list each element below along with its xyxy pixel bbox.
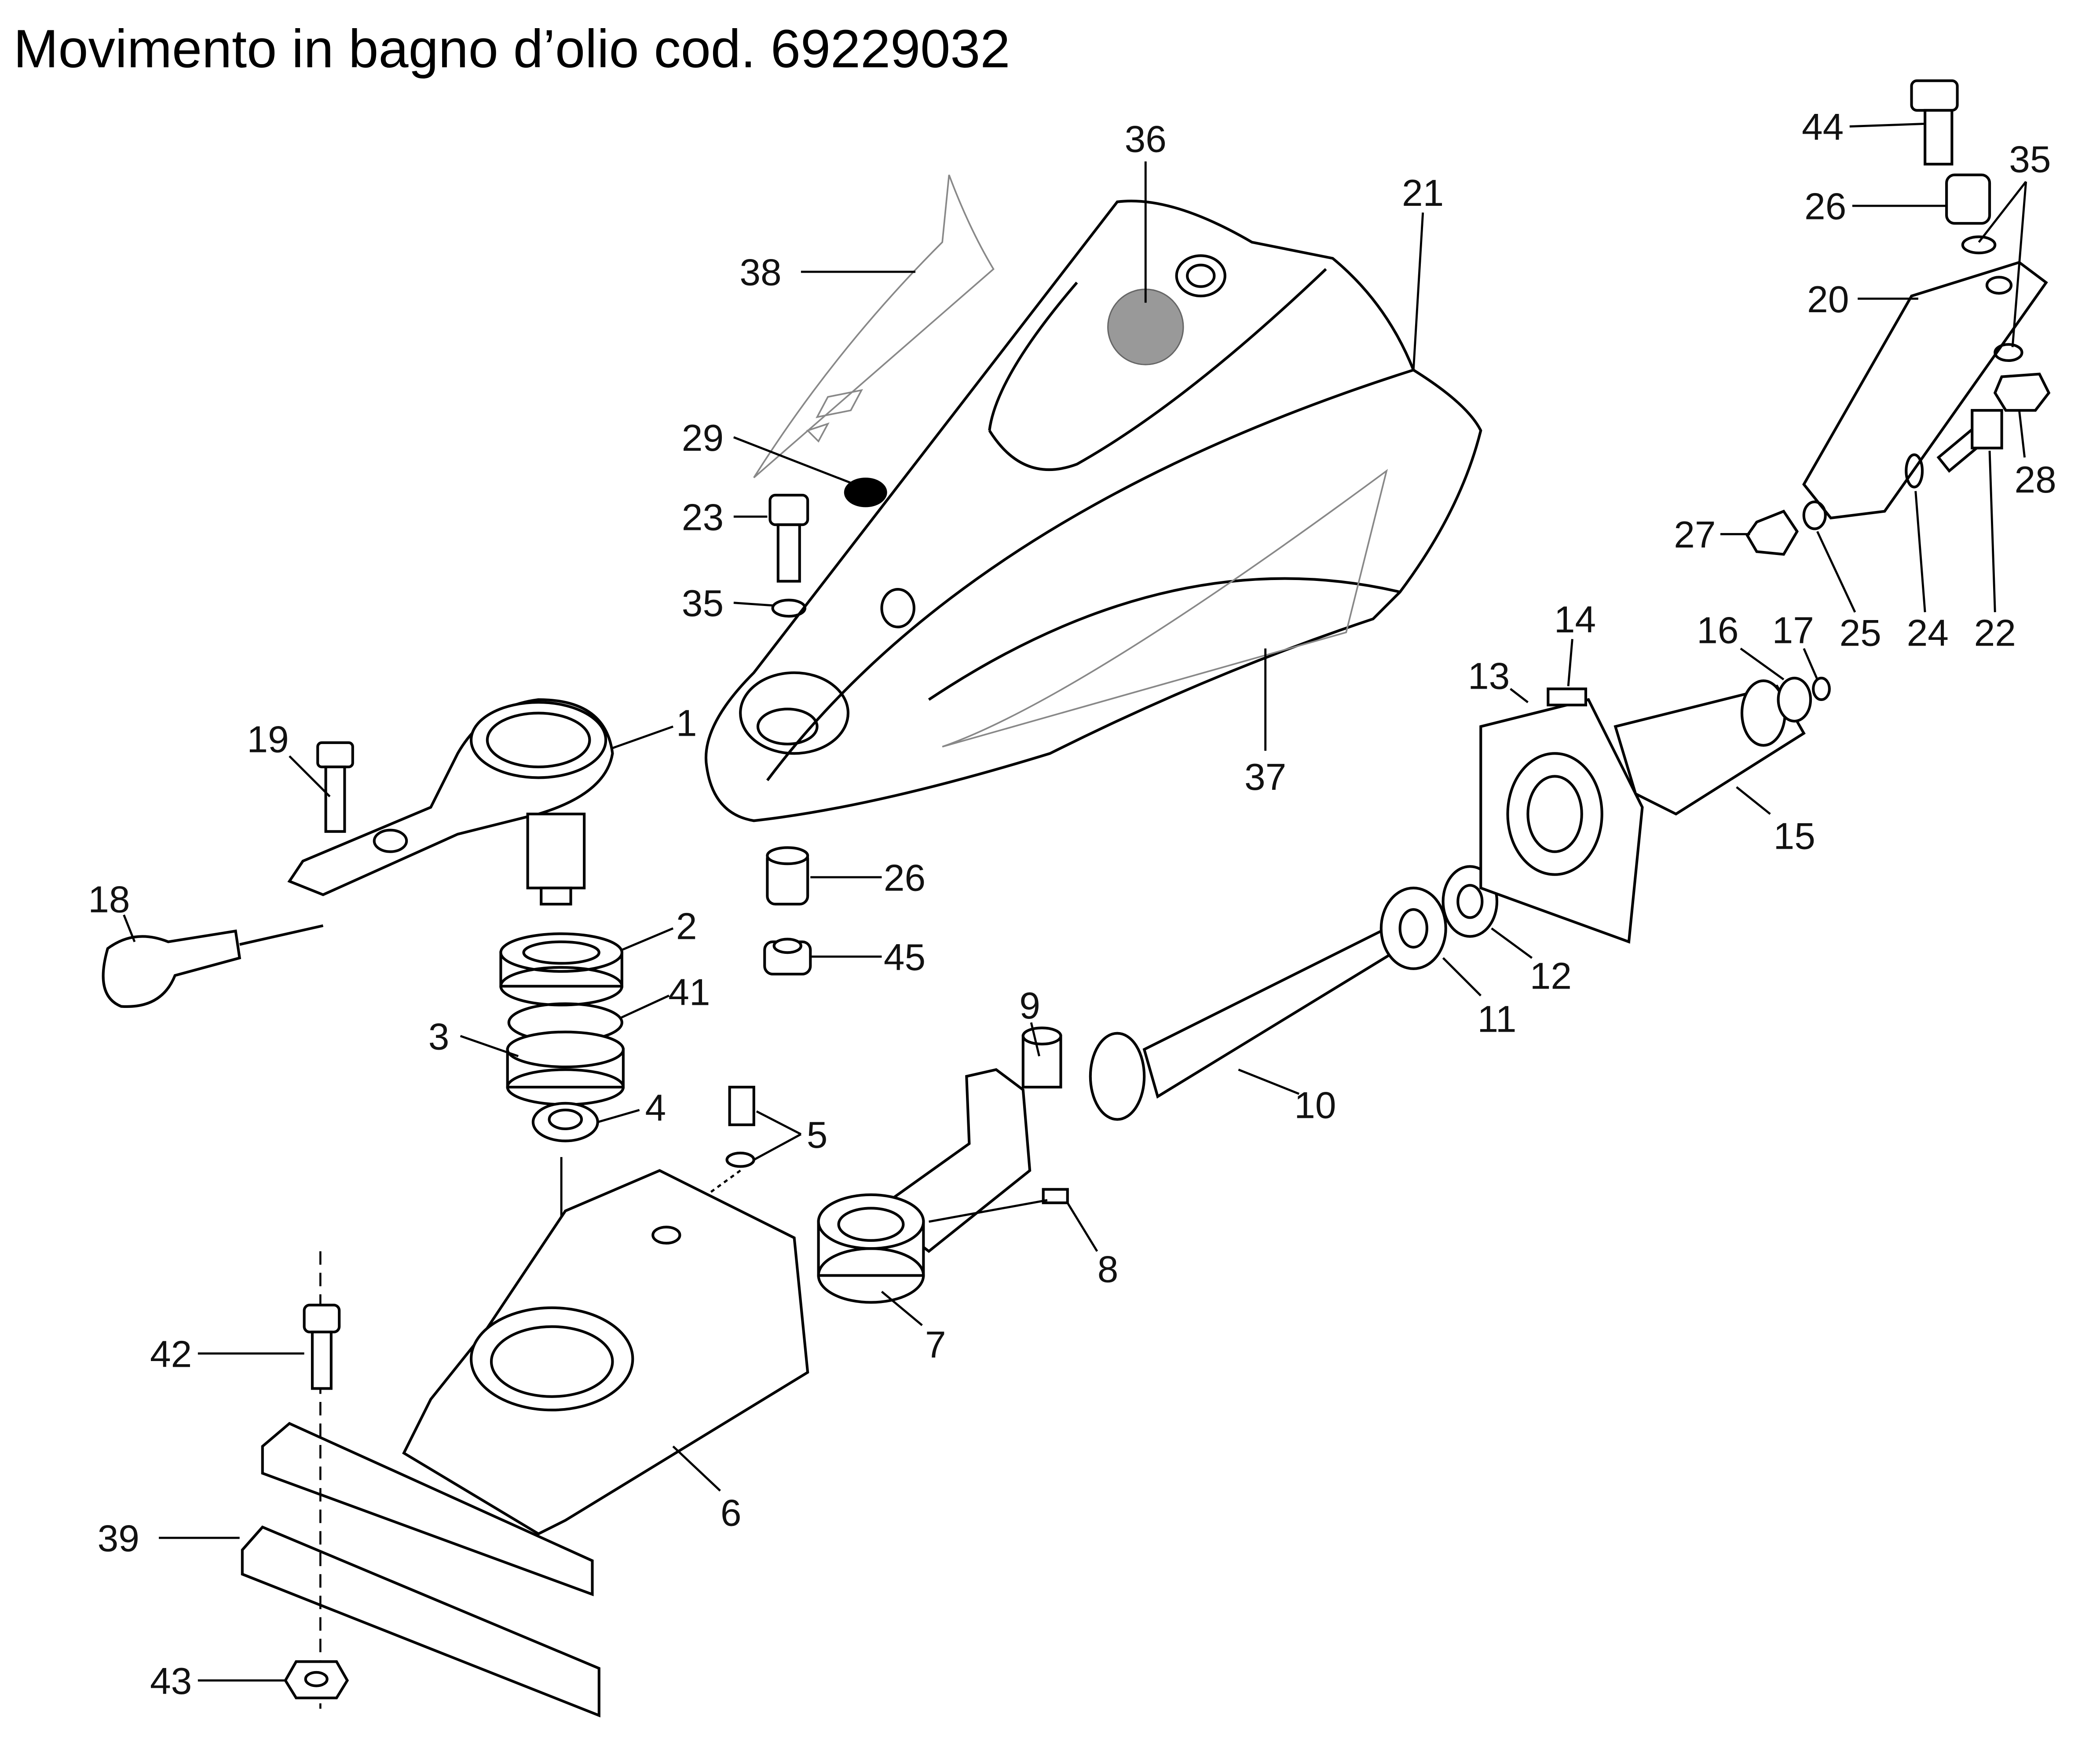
callout-2: 2 [676, 905, 697, 948]
callout-21: 21 [1402, 172, 1444, 214]
part-10-shaft [1089, 927, 1402, 1121]
part-3-bearing [506, 1030, 625, 1106]
callout-45: 45 [884, 936, 926, 978]
callout-18: 18 [88, 878, 130, 920]
callout-22: 22 [1974, 612, 2016, 654]
part-20-bracket [1802, 261, 2048, 520]
leader-lines [123, 123, 2027, 1682]
part-21-guard [704, 200, 1482, 822]
part-9-pin [1021, 1026, 1062, 1089]
callout-15: 15 [1774, 815, 1815, 858]
callout-38: 38 [739, 252, 781, 294]
part-14-screw [1547, 687, 1588, 707]
callout-labels: 36 38 21 29 23 35 1 19 18 2 41 3 4 5 26 … [88, 106, 2056, 1702]
callout-29: 29 [682, 417, 724, 459]
part-2-bearing-cup [499, 932, 623, 1007]
part-15-flange-housing [1479, 679, 1806, 944]
callout-39: 39 [98, 1518, 139, 1560]
callout-25: 25 [1840, 612, 1881, 654]
part-28-nut [1993, 372, 2051, 412]
callout-11: 11 [1478, 998, 1517, 1040]
part-23-bolt [768, 493, 809, 618]
diagram-title: Movimento in bagno d’olio cod. 69229032 [14, 18, 1010, 79]
part-39-plates [241, 1422, 600, 1718]
part-19-bolt [316, 741, 354, 833]
callout-13: 13 [1468, 655, 1510, 697]
callout-28: 28 [2014, 459, 2056, 501]
callout-20: 20 [1807, 278, 1849, 321]
callout-23: 23 [682, 496, 724, 538]
callout-7: 7 [925, 1324, 946, 1366]
callout-44: 44 [1802, 106, 1844, 148]
part-16-bearing [1777, 676, 1812, 723]
callout-3: 3 [428, 1015, 450, 1058]
part-25-washer [1802, 500, 1827, 530]
callout-41: 41 [668, 971, 710, 1013]
callout-9: 9 [1019, 985, 1040, 1027]
callout-42: 42 [150, 1333, 192, 1375]
part-38-guard-outline [753, 175, 995, 478]
part-45-nut [763, 938, 812, 976]
callout-26: 26 [884, 857, 926, 899]
callout-24: 24 [1907, 612, 1949, 654]
callout-27: 27 [1674, 514, 1716, 556]
part-35-washer-2 [1994, 343, 2023, 362]
callout-17: 17 [1772, 609, 1814, 651]
part-26-bushing-top [1945, 173, 1991, 225]
part-6-gear-housing [402, 1169, 809, 1536]
callout-12: 12 [1530, 955, 1572, 997]
part-4-seal [531, 1102, 599, 1142]
part-5-breather-plug [725, 1086, 755, 1168]
callout-10: 10 [1294, 1084, 1336, 1126]
part-18-knob [102, 924, 324, 1008]
callout-43: 43 [150, 1660, 192, 1702]
callout-1: 1 [676, 702, 697, 745]
part-1-crank-arm [287, 698, 614, 906]
callout-35-top: 35 [2009, 139, 2051, 181]
part-42-bolt [303, 1303, 341, 1390]
part-27-nut [1745, 509, 1799, 556]
part-43-nut [284, 1660, 349, 1700]
part-17-ring [1812, 676, 1831, 701]
part-11-seal [1379, 887, 1447, 970]
callout-6: 6 [721, 1492, 742, 1534]
callout-14: 14 [1554, 599, 1596, 641]
part-22-bolt [1936, 409, 2003, 473]
callout-4: 4 [645, 1087, 666, 1129]
callout-19: 19 [247, 718, 289, 760]
part-8-grub-screw [1042, 1188, 1069, 1204]
callout-16: 16 [1697, 609, 1738, 651]
callout-37: 37 [1244, 756, 1286, 798]
part-26-bushing [766, 846, 809, 906]
part-24-washer [1905, 453, 1924, 489]
part-7-lever [817, 1068, 1032, 1304]
callout-5: 5 [807, 1114, 828, 1156]
part-35-washer [1961, 235, 1997, 255]
callout-26-top: 26 [1804, 186, 1846, 228]
callout-8: 8 [1098, 1248, 1119, 1291]
part-44-bolt [1910, 79, 1959, 166]
callout-36: 36 [1125, 118, 1167, 161]
callout-35: 35 [682, 582, 724, 624]
